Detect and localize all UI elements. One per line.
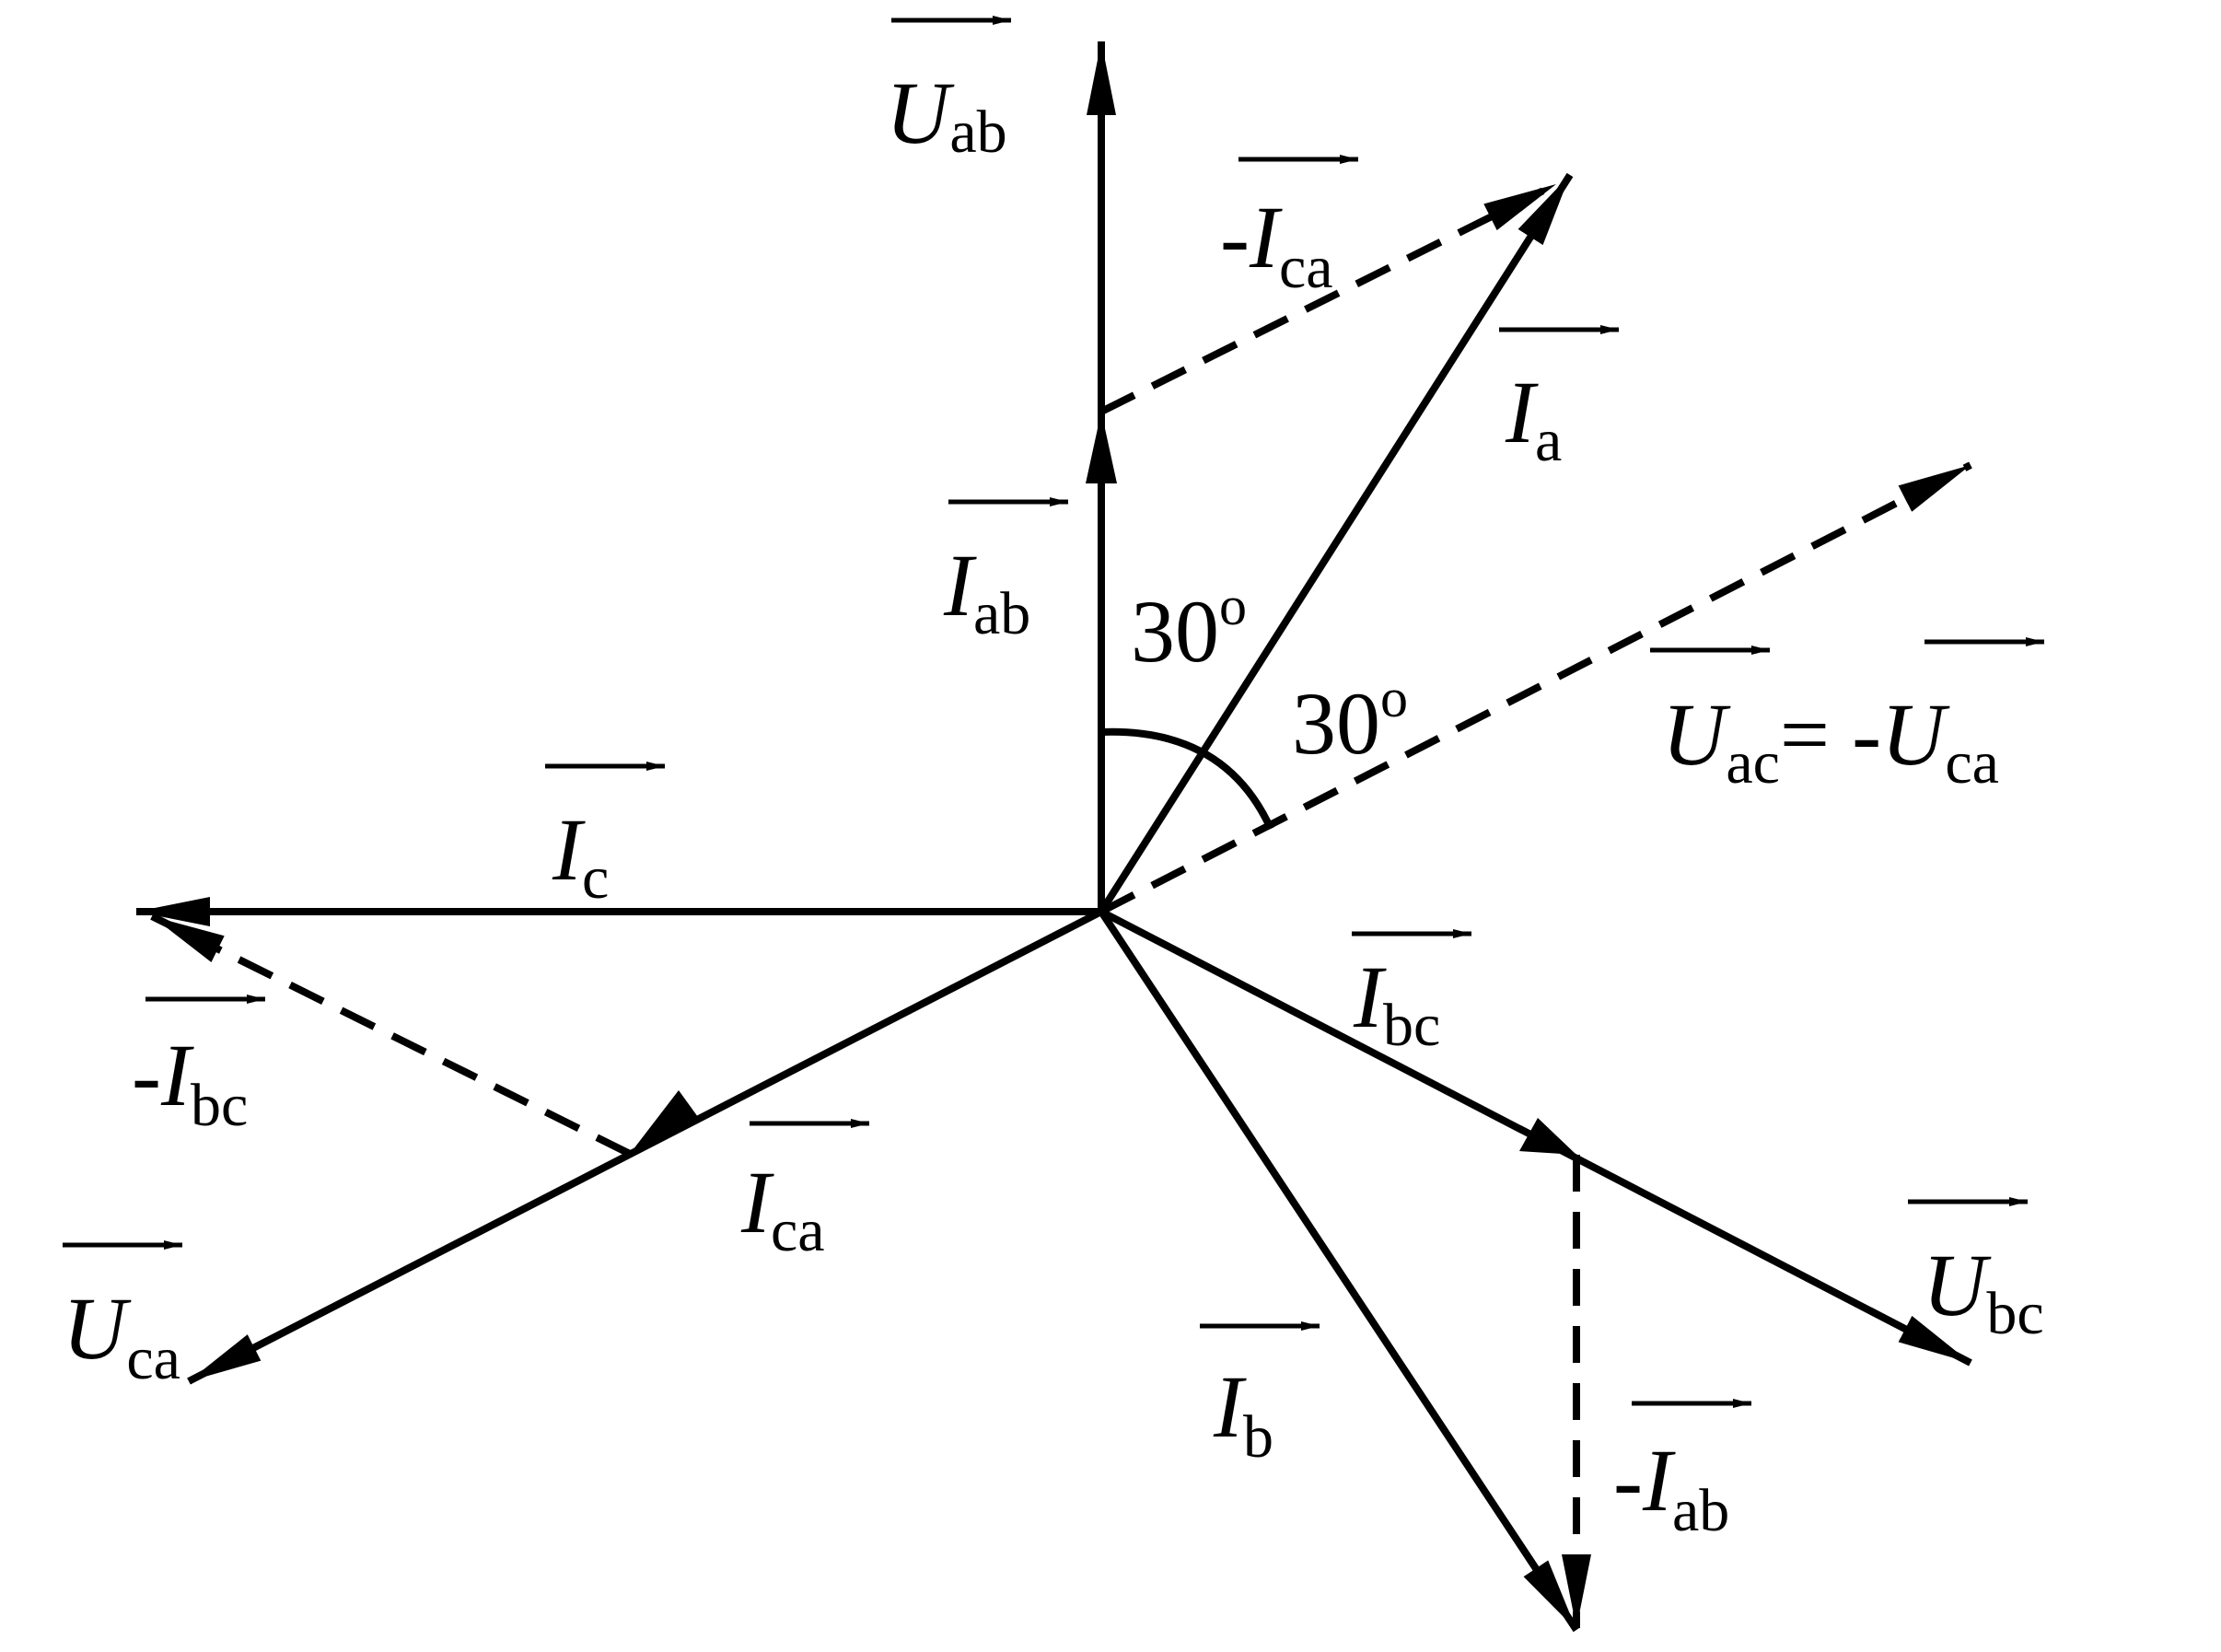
angle-arc xyxy=(1100,727,1274,831)
vector-i-bc-arrowhead xyxy=(1519,1118,1576,1155)
label-neg-i-ab: -Iab xyxy=(1613,1431,1729,1544)
vector-i-a xyxy=(1098,172,1574,914)
label-angle-2: 30o xyxy=(1292,668,1408,773)
label-overarrows xyxy=(63,16,2044,1408)
vectors xyxy=(136,41,1972,1633)
label-i-c: Ic xyxy=(552,800,609,912)
label-u-ac-equals-neg-u-ca: Uac= -Uca xyxy=(1662,685,1999,797)
label-angle-1: 30o xyxy=(1131,576,1247,681)
label-neg-i-ca: -Ica xyxy=(1220,188,1333,301)
vector-neg-i-bc xyxy=(150,913,632,1158)
label-i-bc: Ibc xyxy=(1353,948,1440,1059)
vector-u-ac xyxy=(1099,461,1972,915)
label-i-ab: Iab xyxy=(943,536,1030,647)
label-u-ab: Uab xyxy=(886,64,1007,166)
label-neg-i-bc: -Ibc xyxy=(132,1026,248,1139)
label-u-ca: Uca xyxy=(63,1279,180,1392)
label-i-ca: Ica xyxy=(740,1153,825,1264)
vector-neg-i-ca xyxy=(1099,180,1558,415)
labels: Uab -Ica Ia Iab 30o 30o Uac= -Uca Ic Ibc… xyxy=(63,64,2044,1544)
vector-u-ca xyxy=(187,908,1103,1385)
dashed-vectors xyxy=(150,180,1972,1628)
label-i-b: Ib xyxy=(1213,1357,1273,1471)
label-u-bc: Ubc xyxy=(1923,1236,2044,1347)
vector-i-b xyxy=(1098,909,1580,1633)
vector-i-ca-arrowhead xyxy=(630,1090,698,1154)
vector-i-ab-arrowhead xyxy=(1086,412,1117,483)
label-i-a: Ia xyxy=(1505,363,1562,474)
